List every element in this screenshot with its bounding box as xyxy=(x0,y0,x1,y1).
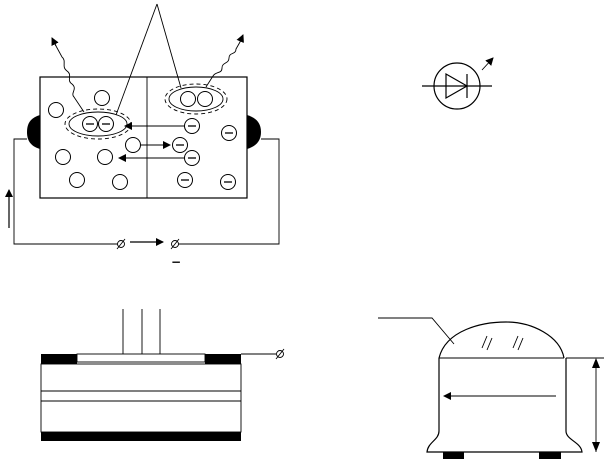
top-contact-left xyxy=(41,354,77,364)
top-electrode xyxy=(76,353,206,363)
hole xyxy=(125,137,141,153)
top-contact-right xyxy=(205,354,241,364)
photon-left xyxy=(55,45,85,113)
terminal-minus-sign: − xyxy=(171,255,181,269)
hole xyxy=(48,102,64,118)
recombining-electron xyxy=(197,91,213,107)
hole xyxy=(69,172,85,188)
bottom-contact xyxy=(41,432,241,441)
lens-glare-marks xyxy=(481,335,524,351)
pointer-line-right xyxy=(156,3,182,89)
lens-pointer xyxy=(378,317,455,345)
layered-structure-diagram xyxy=(40,309,285,441)
recombining-electron xyxy=(180,91,196,107)
terminal-left xyxy=(116,238,126,250)
hole-group xyxy=(48,90,141,190)
hole xyxy=(55,149,71,165)
led-diode-icon xyxy=(422,57,494,110)
pin-right xyxy=(539,452,561,459)
side-terminal xyxy=(275,348,285,360)
led-emission-arrow xyxy=(481,57,494,71)
recombination-zone-right xyxy=(164,83,228,115)
pointer-line-left xyxy=(115,3,158,116)
package-body xyxy=(426,358,583,453)
right-contact xyxy=(247,115,261,149)
hole xyxy=(94,90,110,106)
electron-group xyxy=(172,91,237,190)
photon-right xyxy=(205,41,241,88)
hole xyxy=(112,174,128,190)
external-wire-right xyxy=(178,138,280,245)
hole xyxy=(97,149,113,165)
layer-stack xyxy=(40,363,242,433)
left-contact xyxy=(27,115,40,149)
pn-junction-diagram: − xyxy=(5,3,280,269)
terminal-right xyxy=(170,238,180,250)
external-wire-left xyxy=(13,138,118,245)
pin-left xyxy=(443,452,464,459)
led-package-diagram xyxy=(378,317,604,459)
lens-dome xyxy=(438,321,565,359)
